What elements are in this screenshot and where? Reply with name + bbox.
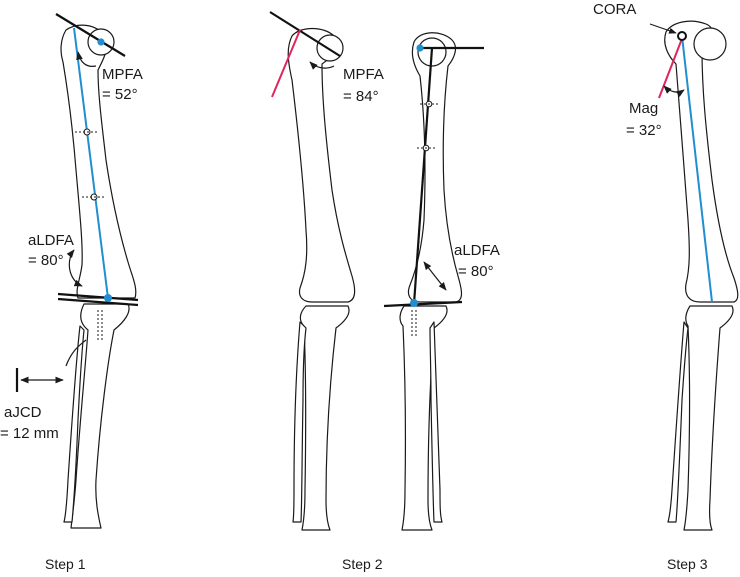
step-2-panel: MPFA = 84° aLDFA = 80° Step 2 (269, 11, 500, 572)
step-2-aldfa-value: = 80° (458, 263, 494, 280)
step-2-caption: Step 2 (342, 556, 383, 572)
step-1-aldfa-label: aLDFA (28, 232, 74, 249)
step-3-panel: CORA Mag = 32° Step 3 (593, 1, 739, 572)
step-1-ajcd-value: = 12 mm (0, 425, 59, 442)
step-3-proximal-red-line (658, 35, 684, 99)
step-1-mpfa-arc (76, 51, 97, 67)
step-3-cora-point (677, 31, 687, 41)
step-1-mpfa-label: MPFA (102, 66, 143, 83)
step-3-mag-value: = 32° (626, 122, 662, 139)
step-1-panel: MPFA = 52° aLDFA = 80° aJCD = 12 mm Step… (0, 13, 143, 572)
step-2-proximal-femur-red-line (271, 29, 301, 98)
step-1-mpfa-value: = 52° (102, 86, 138, 103)
step-3-mechanical-axis (681, 35, 713, 303)
step-1-knee-reference-line-a (57, 292, 139, 302)
step-2-mechanical-axis (412, 47, 434, 305)
step-1-tibia (63, 303, 130, 529)
step-3-tibia (667, 305, 734, 531)
step-3-femur (664, 20, 739, 303)
step-2-mpfa-arc (309, 61, 335, 70)
step-2-aldfa-arc (423, 261, 447, 291)
step-3-caption: Step 3 (667, 556, 708, 572)
step-3-cora-label: CORA (593, 1, 636, 18)
step-2-hip-center-dot (416, 44, 424, 52)
step-1-knee-reference-line-b (57, 297, 139, 307)
step-1-hip-reference-line (55, 13, 126, 57)
step-2-hip-reference-line (269, 11, 341, 57)
step-1-aldfa-value: = 80° (28, 252, 64, 269)
step-2-tibia-distal (399, 305, 448, 531)
step-1-mechanical-axis (73, 27, 109, 299)
step-1-jcd-indicator (65, 339, 87, 367)
step-1-aldfa-arc (66, 249, 83, 287)
step-2-knee-reference-line (383, 300, 463, 308)
step-2-aldfa-label: aLDFA (454, 242, 500, 259)
step-2-mpfa-value: = 84° (343, 88, 379, 105)
step-1-caption: Step 1 (45, 556, 86, 572)
step-2-mpfa-label: MPFA (343, 66, 384, 83)
step-3-cora-pointer (649, 23, 677, 34)
step-1-ajcd-label: aJCD (4, 404, 42, 421)
step-3-mag-label: Mag (629, 100, 658, 117)
step-2-tibia-proximal (292, 305, 350, 531)
step-1-hip-center-dot (97, 38, 105, 46)
step-2-knee-center-dot (410, 299, 418, 307)
step-1-knee-center-dot (104, 294, 112, 302)
step-3-mag-arc (663, 85, 685, 97)
